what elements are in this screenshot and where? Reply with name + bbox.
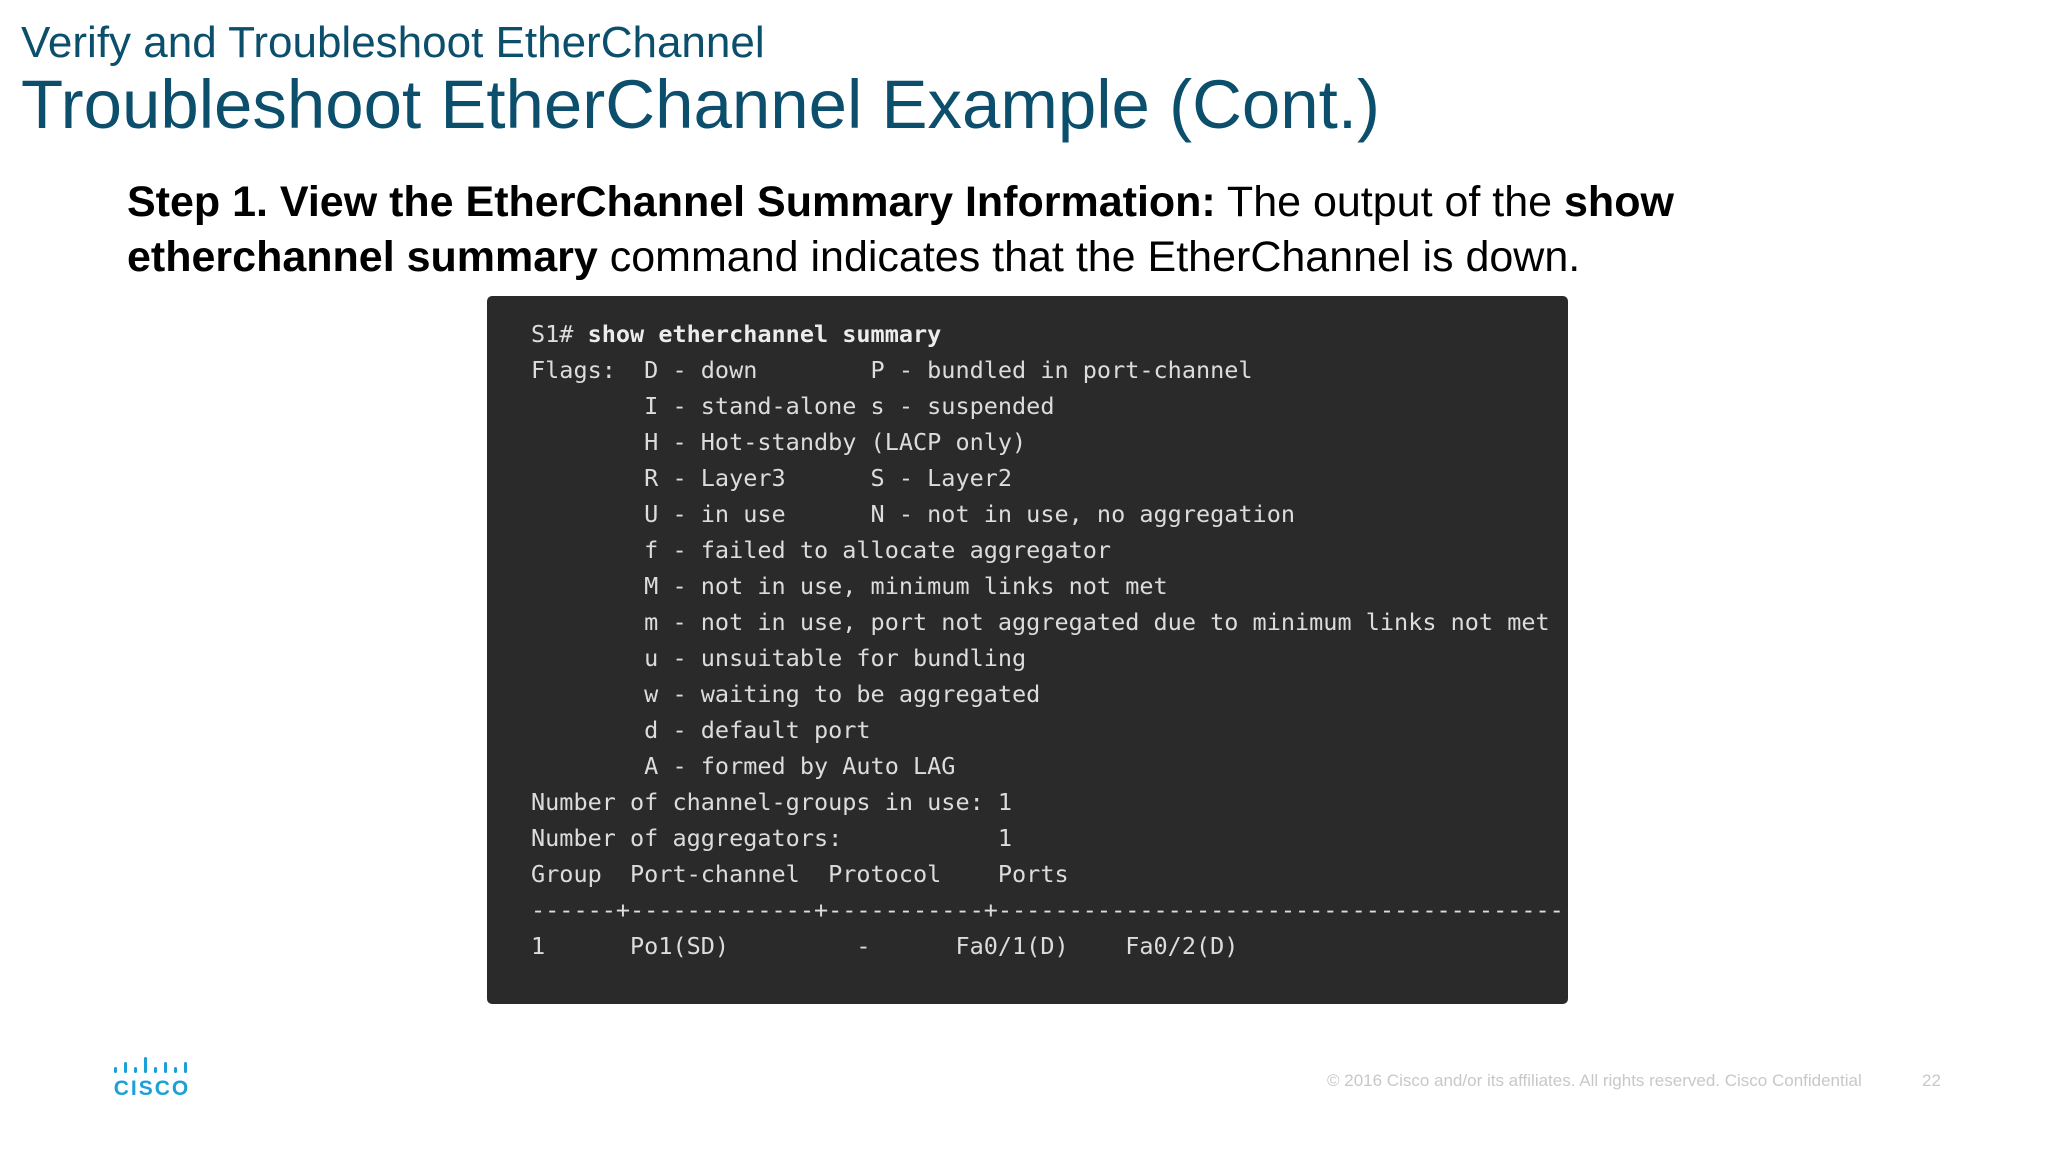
page-number: 22 <box>1922 1071 1941 1090</box>
terminal-line: u - unsuitable for bundling <box>644 644 1027 672</box>
terminal-line: M - not in use, minimum links not met <box>644 572 1168 600</box>
terminal-prompt: S1# <box>531 320 588 348</box>
footer-copyright: © 2016 Cisco and/or its affiliates. All … <box>1327 1071 1862 1090</box>
terminal-line: m - not in use, port not aggregated due … <box>644 608 1550 636</box>
terminal-line: I - stand-alone s - suspended <box>644 392 1055 420</box>
terminal-line: w - waiting to be aggregated <box>644 680 1041 708</box>
terminal-line: f - failed to allocate aggregator <box>644 536 1112 564</box>
slide-header: Verify and Troubleshoot EtherChannel Tro… <box>21 18 1380 142</box>
terminal-command: show etherchannel summary <box>587 320 942 348</box>
section-title: Verify and Troubleshoot EtherChannel <box>21 18 765 67</box>
terminal-line: Group Port-channel Protocol Ports <box>531 860 1069 888</box>
terminal-line: Number of channel-groups in use: 1 <box>531 788 1013 816</box>
terminal-line: Number of aggregators: 1 <box>531 824 1013 852</box>
slide-title: Troubleshoot EtherChannel Example (Cont.… <box>21 66 1380 143</box>
step-description: Step 1. View the EtherChannel Summary In… <box>127 175 1847 285</box>
terminal-line: U - in use N - not in use, no aggregatio… <box>644 500 1296 528</box>
terminal-line: 1 Po1(SD) - Fa0/1(D) Fa0/2(D) <box>531 932 1239 960</box>
terminal-line: H - Hot-standby (LACP only) <box>644 428 1027 456</box>
terminal-output: S1# show etherchannel summary Flags: D -… <box>487 296 1568 1004</box>
terminal-lines: Flags: D - down P - bundled in port-chan… <box>531 356 1568 960</box>
step-heading: Step 1. View the EtherChannel Summary In… <box>127 178 1216 226</box>
cisco-bridge-icon <box>114 1057 187 1073</box>
terminal-line: A - formed by Auto LAG <box>644 752 956 780</box>
logo-word: CISCO <box>113 1077 191 1100</box>
terminal-line: d - default port <box>644 716 871 744</box>
terminal-text: S1# show etherchannel summary Flags: D -… <box>531 316 1568 964</box>
step-command: show etherchannel summary <box>127 178 1674 281</box>
cisco-logo: CISCO <box>112 1055 192 1105</box>
step-text-part: The output of the <box>1215 178 1565 226</box>
terminal-line: R - Layer3 S - Layer2 <box>644 464 1013 492</box>
terminal-line: ------+-------------+-----------+-------… <box>531 896 1568 924</box>
terminal-line: Flags: D - down P - bundled in port-chan… <box>531 356 1253 384</box>
step-text-part: command indicates that the EtherChannel … <box>597 233 1581 281</box>
